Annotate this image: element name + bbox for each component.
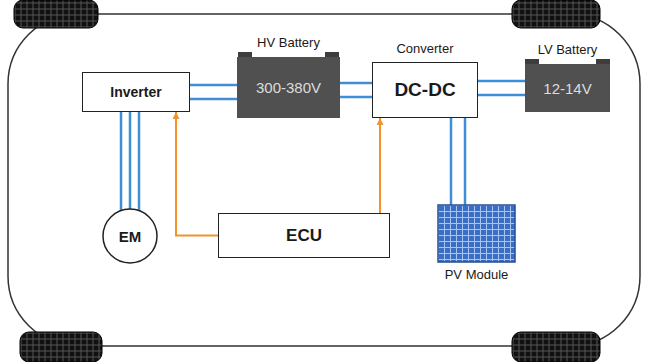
- converter-box: ConverterDC-DC: [372, 62, 478, 118]
- connector-stroke: [478, 94, 525, 97]
- node-heading: LV Battery: [538, 42, 598, 57]
- node-heading: Converter: [396, 41, 453, 56]
- connector-stroke: [464, 118, 467, 205]
- connector-stroke: [340, 96, 372, 99]
- node-label: DC-DC: [394, 79, 455, 101]
- node-label: Inverter: [110, 84, 161, 100]
- car-body: [8, 14, 640, 346]
- battery-block: HV Battery300-380V: [237, 57, 340, 118]
- node-label: 300-380V: [256, 79, 321, 96]
- power-line: [121, 112, 139, 211]
- pv-panel: PV Module: [438, 205, 515, 262]
- connector-stroke: [120, 112, 123, 211]
- connector-stroke: [138, 112, 141, 211]
- node-label: ECU: [286, 226, 322, 246]
- inverter-box: Inverter: [82, 72, 190, 112]
- battery-terminal: [596, 59, 610, 64]
- wheel: [512, 332, 600, 362]
- control-arrow: [380, 118, 381, 213]
- pv-grid: [438, 205, 515, 262]
- wheel: [14, 0, 98, 28]
- power-line: [478, 81, 525, 95]
- battery-terminal: [525, 59, 539, 64]
- node-label: 12-14V: [543, 80, 591, 97]
- battery-block: LV Battery12-14V: [525, 64, 610, 112]
- connector-stroke: [190, 84, 237, 87]
- ecu-box: ECU: [218, 213, 390, 258]
- connector-stroke: [340, 82, 372, 85]
- control-arrow: [176, 112, 218, 236]
- power-line: [340, 83, 372, 97]
- connector-stroke: [190, 98, 237, 101]
- connector-stroke: [176, 112, 218, 236]
- wheel: [512, 0, 600, 28]
- connector-stroke: [379, 118, 381, 213]
- connector-stroke: [129, 112, 132, 209]
- battery-terminal: [325, 52, 339, 57]
- connector-stroke: [478, 80, 525, 83]
- power-line: [190, 85, 237, 99]
- power-line: [451, 118, 465, 205]
- motor-circle: EM: [102, 208, 158, 264]
- node-heading: HV Battery: [257, 35, 320, 50]
- wheel: [20, 332, 102, 362]
- battery-terminal: [238, 52, 252, 57]
- connector-stroke: [450, 118, 453, 205]
- node-heading: PV Module: [445, 267, 509, 282]
- node-label: EM: [119, 228, 142, 245]
